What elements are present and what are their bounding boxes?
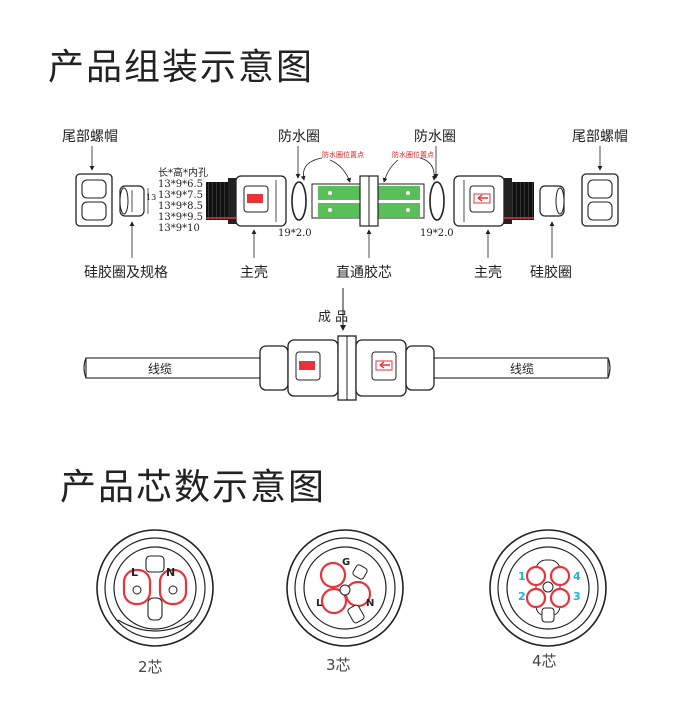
left-main-shell <box>206 175 287 227</box>
spec-header: 长*高*内孔 <box>158 168 208 179</box>
waterproof-ring-label-right: 防水圈 <box>414 129 456 145</box>
right-waterproof-ring <box>429 181 445 221</box>
core-caption-3: 3芯 <box>326 656 351 674</box>
main-shell-label-right: 主壳 <box>474 265 502 281</box>
core-caption-2: 2芯 <box>138 658 163 676</box>
left-silicone-ring <box>119 185 145 217</box>
core-diagram-2 <box>96 529 214 647</box>
finished-label: 成 品 <box>318 310 349 325</box>
assembly-title: 产品组装示意图 <box>48 47 315 88</box>
silicone-ring-spec-label: 硅胶圈及规格 <box>84 265 168 281</box>
core-caption-4: 4芯 <box>532 652 557 670</box>
pin-label: 2 <box>518 590 526 603</box>
cable-label-right: 线缆 <box>510 362 535 376</box>
left-waterproof-ring <box>291 181 307 221</box>
right-tail-nut <box>581 173 619 227</box>
pin-label: G <box>342 557 351 568</box>
pin-label: N <box>366 598 375 609</box>
finished-product <box>83 335 611 401</box>
ring-size-left: 19*2.0 <box>278 228 312 239</box>
tail-nut-label-right: 尾部螺帽 <box>572 129 628 145</box>
right-silicone-ring <box>539 185 565 217</box>
waterproof-ring-label-left: 防水圈 <box>278 129 320 145</box>
core-diagram-3 <box>286 529 404 647</box>
spec-row: 13*9*7.5 <box>158 190 203 201</box>
pin-label: 4 <box>573 570 581 583</box>
straight-core <box>311 175 425 227</box>
waterproof-note-right: 防水圈位置点 <box>392 151 434 159</box>
cores-title: 产品芯数示意图 <box>60 467 327 508</box>
spec-row: 13*9*6.5 <box>158 179 203 190</box>
core-diagram-4 <box>489 529 607 647</box>
cable-label-left: 线缆 <box>148 362 173 376</box>
pin-label: L <box>131 566 139 579</box>
pin-label: N <box>166 566 176 579</box>
tail-nut-label-left: 尾部螺帽 <box>62 129 118 145</box>
ring-size-right: 19*2.0 <box>420 228 454 239</box>
waterproof-note-left: 防水圈位置点 <box>322 151 364 159</box>
spec-row: 13*9*8.5 <box>158 201 203 212</box>
pin-label: 3 <box>573 590 581 603</box>
silicone-spec-list: 长*高*内孔 13*9*6.5 13*9*7.5 13*9*8.5 13*9*9… <box>158 168 208 234</box>
pin-label: L <box>316 598 323 609</box>
left-tail-nut <box>75 173 113 227</box>
dimension-13: 13 <box>146 193 157 202</box>
right-main-shell <box>453 175 534 227</box>
straight-core-label: 直通胶芯 <box>336 265 392 281</box>
spec-row: 13*9*10 <box>158 223 200 234</box>
spec-row: 13*9*9.5 <box>158 212 203 223</box>
silicone-ring-label: 硅胶圈 <box>530 265 572 281</box>
pin-label: 1 <box>518 570 526 583</box>
main-shell-label-left: 主壳 <box>240 265 268 281</box>
